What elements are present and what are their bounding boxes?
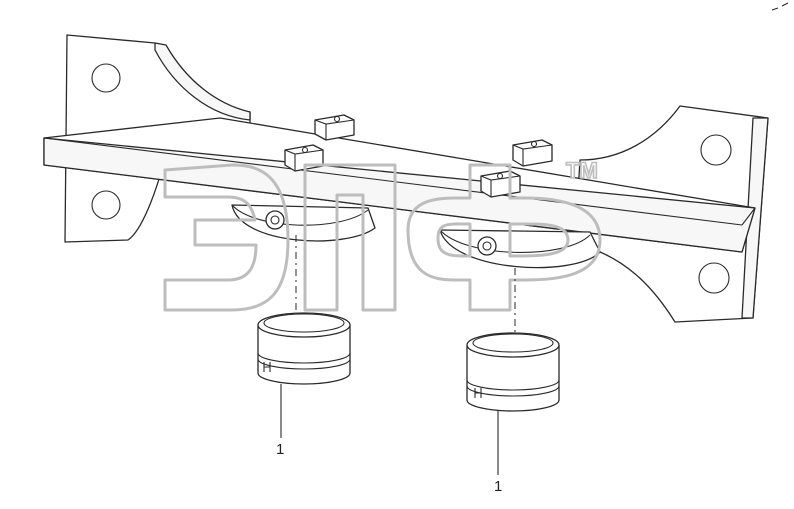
nut-block-4 (480, 170, 521, 198)
right-grease-fitting (477, 236, 497, 256)
left-upper-bolt-hole (91, 63, 121, 93)
right-saddle-clamp (439, 229, 601, 269)
left-grease-fitting (265, 210, 285, 230)
callout-label: 1 (494, 478, 502, 495)
right-bushing (466, 332, 560, 412)
nut-block-3 (512, 139, 553, 167)
left-bushing (257, 312, 351, 385)
right-upper-bolt-hole (700, 134, 732, 166)
right-lower-bolt-hole (698, 262, 730, 294)
nut-block-1 (314, 114, 355, 141)
watermark-logo: TM (163, 157, 602, 312)
callout-label: 1 (276, 441, 284, 458)
left-lower-bolt-hole (91, 190, 121, 220)
corner-mark (771, 2, 789, 11)
trademark-mark: TM (566, 158, 598, 183)
